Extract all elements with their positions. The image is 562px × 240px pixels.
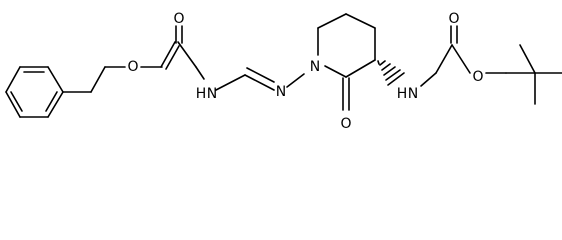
chemical-structure-diagram: O O N H N N O N H O O [5, 11, 562, 132]
boc-nh-nitrogen-label: N [408, 86, 418, 102]
boc-nh-hydrogen-label: H [397, 86, 408, 102]
boc-carbamate [420, 25, 562, 105]
benzyl-linker [62, 66, 126, 93]
piperidinone-ring [317, 13, 376, 111]
benzene-ring [5, 66, 64, 118]
stereo-hashed-wedge [377, 60, 405, 86]
ring-nitrogen-label: N [310, 59, 320, 75]
cbz-carbonyl-oxygen-label: O [173, 11, 184, 27]
formamidine-linker [215, 67, 305, 91]
imine-nitrogen-label: N [276, 84, 286, 100]
cbz-carbamate [140, 25, 205, 80]
lactam-oxygen-label: O [340, 116, 351, 132]
boc-carbonyl-oxygen-label: O [448, 11, 459, 27]
cbz-nh-hydrogen-label: H [196, 86, 207, 102]
cbz-nh-nitrogen-label: N [207, 86, 217, 102]
boc-ester-oxygen-label: O [472, 69, 483, 85]
ester-oxygen-label: O [127, 59, 138, 75]
